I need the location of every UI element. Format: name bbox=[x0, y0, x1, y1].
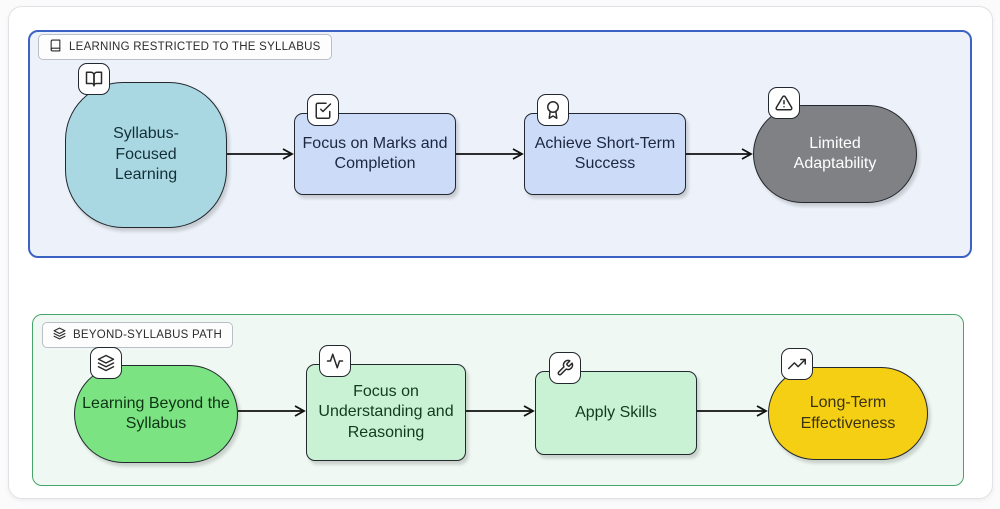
section-label-text: LEARNING RESTRICTED TO THE SYLLABUS bbox=[69, 41, 321, 53]
layers-icon bbox=[53, 327, 66, 343]
trending-up-icon bbox=[781, 348, 813, 380]
alert-triangle-icon bbox=[768, 87, 800, 119]
node-syllabus-focused-learning: Syllabus-Focused Learning bbox=[65, 82, 227, 228]
node-label: Achieve Short-Term Success bbox=[534, 134, 676, 172]
flow-arrow bbox=[697, 405, 768, 417]
book-open-icon bbox=[78, 63, 110, 95]
book-icon bbox=[49, 39, 62, 55]
flow-arrow bbox=[686, 148, 753, 160]
layers-icon bbox=[90, 347, 122, 379]
node-limited-adaptability: Limited Adaptability bbox=[753, 105, 917, 203]
section-label-restricted: LEARNING RESTRICTED TO THE SYLLABUS bbox=[38, 34, 332, 60]
flow-arrow bbox=[456, 148, 524, 160]
check-square-icon bbox=[307, 94, 339, 126]
section-label-beyond: BEYOND-SYLLABUS PATH bbox=[42, 322, 234, 348]
node-focus-on-marks: Focus on Marks and Completion bbox=[294, 113, 456, 195]
node-achieve-short-term-success: Achieve Short-Term Success bbox=[524, 113, 686, 195]
activity-icon bbox=[319, 345, 351, 377]
node-label: Focus on Marks and Completion bbox=[302, 134, 448, 172]
node-label: Long-Term Effectiveness bbox=[800, 394, 896, 432]
node-label: Focus on Understanding and Reasoning bbox=[318, 382, 454, 441]
wrench-icon bbox=[549, 352, 581, 384]
node-label: Limited Adaptability bbox=[793, 134, 877, 172]
flow-arrow bbox=[238, 405, 306, 417]
section-label-text: BEYOND-SYLLABUS PATH bbox=[73, 329, 223, 341]
node-label: Apply Skills bbox=[575, 403, 657, 421]
node-long-term-effectiveness: Long-Term Effectiveness bbox=[768, 367, 928, 460]
flow-arrow bbox=[227, 148, 294, 160]
award-icon bbox=[537, 94, 569, 126]
node-label: Syllabus-Focused Learning bbox=[113, 125, 179, 184]
node-focus-understanding-reasoning: Focus on Understanding and Reasoning bbox=[306, 364, 466, 461]
node-learning-beyond-syllabus: Learning Beyond the Syllabus bbox=[74, 365, 238, 463]
flow-arrow bbox=[466, 405, 535, 417]
node-apply-skills: Apply Skills bbox=[535, 371, 697, 455]
node-label: Learning Beyond the Syllabus bbox=[82, 394, 230, 432]
